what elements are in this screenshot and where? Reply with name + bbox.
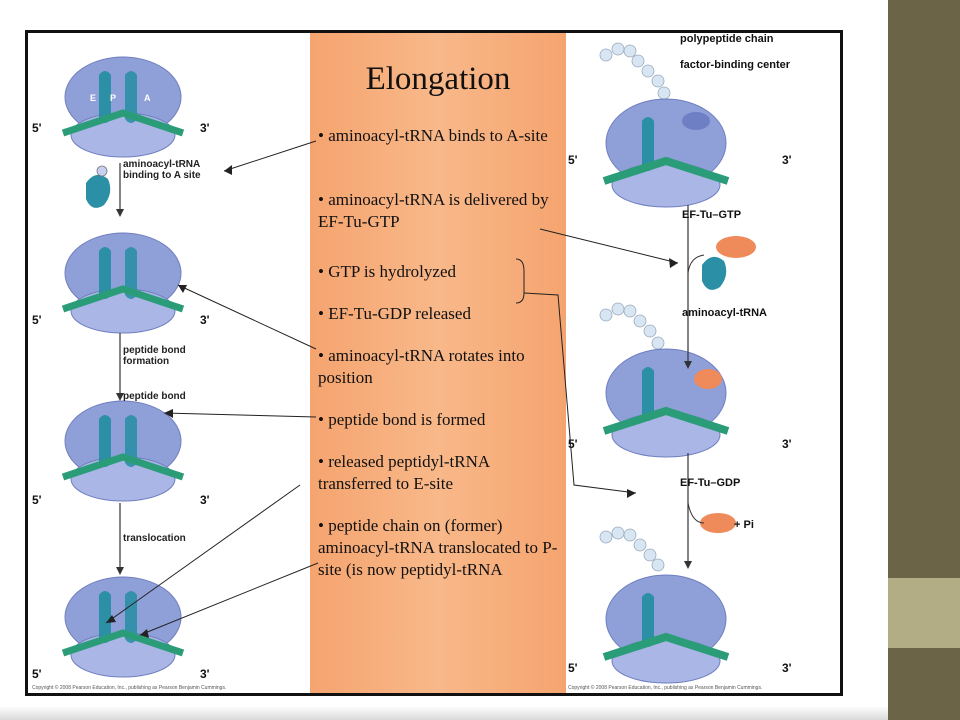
figure-frame: aminoacyl-tRNA binding to A site peptide… — [25, 30, 843, 696]
right-5-end-3: 5' — [568, 661, 578, 675]
bullet-5: • aminoacyl-tRNA rotates into position — [318, 346, 525, 387]
ribosome-right-2 — [604, 349, 728, 457]
bullet-3: • GTP is hydrolyzed — [318, 262, 457, 281]
step-label-peptide-bond: peptide bond — [123, 391, 186, 402]
site-p: P — [110, 93, 117, 103]
left-ribosome-diagram — [28, 33, 310, 693]
slide-side-band-accent — [888, 578, 960, 648]
badge-gdp: GDP — [708, 503, 728, 513]
mrna-5-end-3: 5' — [32, 493, 42, 507]
right-5-end-1: 5' — [568, 153, 578, 167]
badge-gtp: GTP — [728, 226, 747, 236]
ribosome-right-1 — [604, 99, 728, 207]
free-trna-left — [86, 165, 111, 208]
mrna-3-end-4: 3' — [200, 667, 210, 681]
step-label-binding: aminoacyl-tRNA binding to A site — [123, 159, 201, 181]
bullet-8: • peptide chain on (former) aminoacyl-tR… — [318, 516, 558, 579]
right-ribosome-diagram — [599, 42, 756, 693]
ef-tu-gdp — [700, 513, 736, 533]
bullet-6: • peptide bond is formed — [318, 410, 486, 429]
bullet-2: • aminoacyl-tRNA is delivered by EF-Tu-G… — [318, 190, 549, 231]
site-a: A — [144, 93, 151, 103]
step-label-formation: peptide bond formation — [123, 345, 186, 367]
label-factor-binding-center: factor-binding center — [680, 59, 791, 71]
label-aminoacyl-trna: aminoacyl-tRNA — [682, 307, 767, 319]
label-ef-tu-gdp: EF-Tu–GDP — [680, 477, 741, 489]
label-polypeptide-chain: polypeptide chain — [680, 33, 774, 45]
bullet-1: • aminoacyl-tRNA binds to A-site — [318, 126, 548, 145]
mrna-3-end-3: 3' — [200, 493, 210, 507]
mrna-5-end-1: 5' — [32, 121, 42, 135]
label-ef-tu-gtp: EF-Tu–GTP — [682, 209, 742, 221]
right-3-end-1: 3' — [782, 153, 792, 167]
ef-tu-gtp-complex — [702, 236, 756, 290]
mrna-3-end-1: 3' — [200, 121, 210, 135]
center-title: Elongation — [365, 61, 511, 97]
bullet-4: • EF-Tu-GDP released — [318, 304, 471, 323]
mrna-5-end-2: 5' — [32, 313, 42, 327]
bullet-7: • released peptidyl-tRNA transferred to … — [318, 452, 490, 493]
slide-bottom-shadow — [0, 706, 888, 720]
site-e: E — [90, 93, 97, 103]
right-3-end-3: 3' — [782, 661, 792, 675]
right-3-end-2: 3' — [782, 437, 792, 451]
copyright-right: Copyright © 2008 Pearson Education, Inc.… — [568, 685, 763, 691]
label-pi: + Pi — [734, 519, 754, 531]
connector-arrows — [105, 140, 679, 638]
mrna-3-end-2: 3' — [200, 313, 210, 327]
right-5-end-2: 5' — [568, 437, 578, 451]
copyright-left: Copyright © 2008 Pearson Education, Inc.… — [32, 685, 227, 691]
step-label-translocation: translocation — [123, 533, 186, 544]
mrna-5-end-4: 5' — [32, 667, 42, 681]
center-text-panel — [310, 33, 566, 693]
